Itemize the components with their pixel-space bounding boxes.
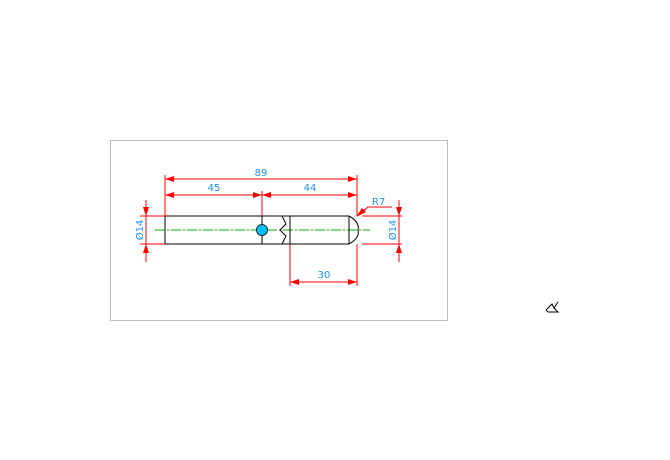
dimension-segment-lengths[interactable]: 45 44 <box>165 183 357 216</box>
dimension-tip-radius[interactable]: R7 <box>356 197 392 217</box>
ucs-icon <box>545 301 560 313</box>
dimension-left-diameter[interactable]: Ø14 <box>134 200 165 262</box>
dim-text-right-diameter: Ø14 <box>387 220 399 241</box>
hole-marker[interactable] <box>256 224 268 236</box>
dim-text-tip-length: 30 <box>318 270 331 281</box>
dim-text-right-length: 44 <box>304 183 317 194</box>
dimension-right-diameter[interactable]: Ø14 <box>362 200 402 262</box>
dim-text-overall: 89 <box>255 168 268 179</box>
dim-text-tip-radius: R7 <box>372 197 385 208</box>
shaft-outline[interactable] <box>164 215 359 245</box>
dim-text-left-diameter: Ø14 <box>134 220 146 241</box>
dim-text-left-length: 45 <box>208 183 221 194</box>
dimension-tip-length[interactable]: 30 <box>289 244 358 286</box>
